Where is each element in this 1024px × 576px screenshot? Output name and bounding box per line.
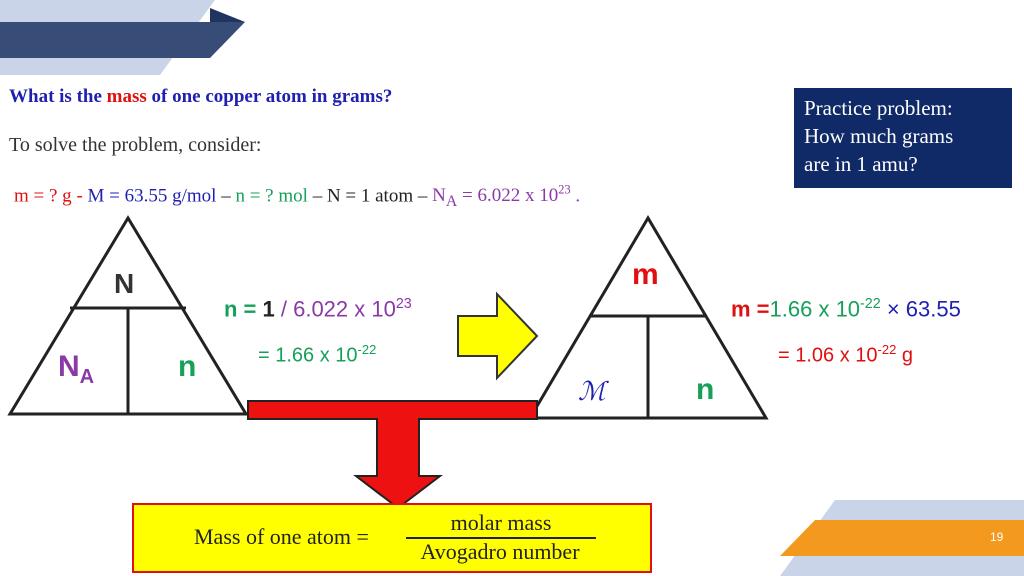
- practice-line-2: How much grams: [804, 124, 954, 148]
- eq-n-label: n =: [224, 296, 263, 322]
- triangle-left-bottom-left: NA: [58, 350, 94, 389]
- given-avogadro: NA = 6.022 x 1023: [432, 183, 571, 210]
- given-sep: -: [76, 185, 83, 207]
- given-end: .: [575, 185, 581, 207]
- formula-numerator: molar mass: [450, 510, 552, 535]
- givens-line: m = ? g - M = 63.55 g/mol – n = ? mol – …: [14, 183, 580, 211]
- given-dash: –: [417, 185, 428, 207]
- top-dark-tip: [210, 8, 245, 22]
- right-arrow-icon: [457, 291, 539, 381]
- question-text-1: What is the: [9, 86, 107, 107]
- eq-one: 1: [262, 296, 275, 322]
- triangle-left-bottom-right: n: [178, 350, 197, 383]
- given-m: m = ? g: [14, 185, 72, 207]
- question-text-2: of one copper atom in grams?: [146, 86, 393, 107]
- eq-m-label: m =: [731, 296, 770, 322]
- given-avogadro-sub: A: [445, 193, 458, 211]
- eq-m-value-exp: -22: [860, 296, 881, 312]
- formula-label: Mass of one atom =: [194, 524, 369, 549]
- given-dash: –: [221, 185, 231, 207]
- eq-left-line-1: n = 1 / 6.022 x 1023: [224, 296, 412, 322]
- question-heading: What is the mass of one copper atom in g…: [9, 86, 392, 108]
- eq-left-line-2: = 1.66 x 10-22: [258, 342, 376, 368]
- eq-n-result-exp: -22: [357, 342, 377, 357]
- given-molar-mass: M = 63.55 g/mol: [87, 185, 217, 207]
- triangle-left: [7, 215, 249, 416]
- triangle-left-na-sub: A: [79, 366, 95, 388]
- eq-avogadro-exp: 23: [395, 296, 412, 312]
- given-avogadro-symbol: N: [432, 185, 446, 207]
- given-avogadro-exp: 23: [558, 183, 571, 197]
- eq-avogadro: / 6.022 x 10: [274, 296, 396, 322]
- fraction-bar: [406, 537, 596, 539]
- question-highlight: mass: [106, 86, 147, 107]
- given-avogadro-value: = 6.022 x 10: [457, 185, 559, 207]
- practice-line-1: Practice problem:: [804, 96, 953, 120]
- eq-right-line-1: m =1.66 x 10-22 × 63.55: [731, 296, 961, 322]
- eq-right-line-2: = 1.06 x 10-22 g: [778, 342, 913, 368]
- triangle-right-top: m: [632, 258, 659, 291]
- triangle-right: [527, 215, 769, 420]
- eq-n-result: = 1.66 x 10: [258, 344, 358, 367]
- practice-line-3: are in 1 amu?: [804, 152, 918, 176]
- consider-text: To solve the problem, consider:: [9, 134, 262, 156]
- eq-m-value: 1.66 x 10: [769, 296, 861, 322]
- given-N: N = 1 atom: [326, 185, 414, 207]
- triangle-right-bottom-right: n: [696, 373, 715, 406]
- given-dash: –: [312, 185, 323, 207]
- top-dark-band: [0, 22, 245, 58]
- given-n: n = ? mol: [235, 185, 308, 207]
- triangle-right-bottom-left: ℳ: [578, 377, 606, 407]
- practice-problem-box: Practice problem: How much grams are in …: [794, 88, 1012, 188]
- eq-m-result-exp: -22: [877, 342, 897, 357]
- triangle-left-top: N: [114, 268, 135, 299]
- bottom-orange-band: [780, 520, 1024, 556]
- eq-m-result: = 1.06 x 10: [778, 344, 878, 367]
- eq-m-unit: g: [896, 344, 914, 367]
- formula-denominator: Avogadro number: [420, 539, 580, 564]
- page-number: 19: [990, 530, 1004, 544]
- eq-m-times: × 63.55: [880, 296, 961, 322]
- down-arrow-icon: [247, 400, 538, 510]
- triangle-left-na: N: [58, 350, 80, 383]
